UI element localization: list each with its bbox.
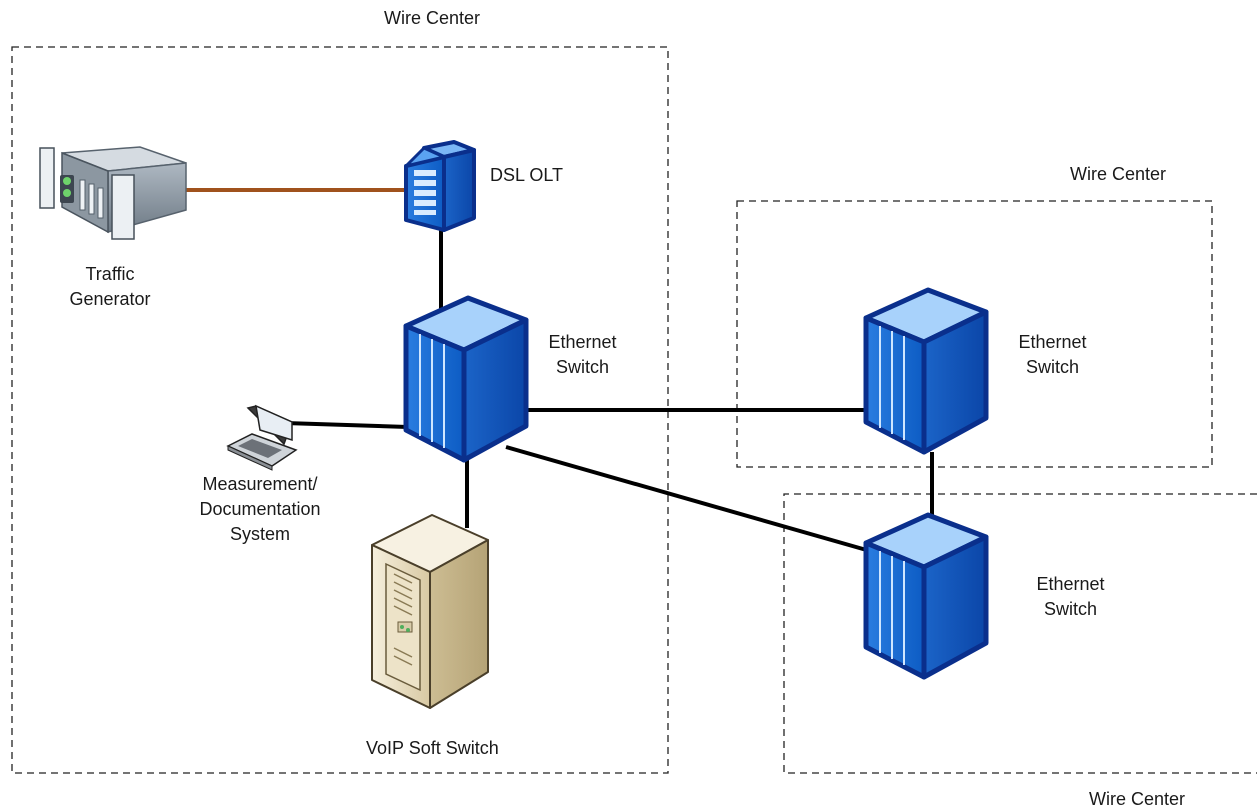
- traffic-generator-label-line1: Traffic: [85, 264, 135, 284]
- switch-main-label: Ethernet Switch: [530, 330, 635, 380]
- zone-main-label: Wire Center: [384, 8, 481, 28]
- link-switch-main-switch-bottom-right: [505, 445, 871, 553]
- switch-bottom-right-label-line1: Ethernet: [1036, 574, 1105, 594]
- ethernet-switch-icon: [863, 287, 989, 455]
- laptop-icon: [226, 404, 298, 471]
- zone-main-border: [11, 46, 669, 774]
- switch-bottom-right-label: Ethernet Switch: [1018, 572, 1123, 622]
- switch-top-right-label-line2: Switch: [1025, 357, 1079, 377]
- dsl-olt-icon: [404, 140, 476, 232]
- traffic-generator-label-line2: Generator: [69, 289, 151, 309]
- link-switch-main-measurement: [284, 421, 409, 429]
- switch-main-label-line1: Ethernet: [548, 332, 617, 352]
- measurement-label-line3: System: [229, 524, 290, 544]
- dsl-olt-label: DSL OLT: [490, 165, 564, 185]
- zone-top-right-border: [736, 200, 1213, 468]
- traffic-generator-label: Traffic Generator: [55, 262, 165, 312]
- ethernet-switch-icon: [863, 512, 989, 680]
- measurement-label-line1: Measurement/: [202, 474, 318, 494]
- measurement-label-line2: Documentation: [199, 499, 321, 519]
- switch-main-label-line2: Switch: [555, 357, 609, 377]
- switch-bottom-right-label-line2: Switch: [1043, 599, 1097, 619]
- ethernet-switch-icon: [403, 295, 529, 463]
- switch-top-right-label: Ethernet Switch: [1000, 330, 1105, 380]
- tower-server-icon: [371, 514, 489, 709]
- switch-top-right-label-line1: Ethernet: [1018, 332, 1087, 352]
- rack-server-icon: [39, 146, 187, 240]
- zone-bottom-right-border: [783, 493, 1257, 774]
- zone-bottom-right-label: Wire Center: [1089, 789, 1186, 809]
- voip-soft-switch-label: VoIP Soft Switch: [366, 738, 499, 758]
- measurement-label: Measurement/ Documentation System: [175, 472, 345, 547]
- zone-top-right-label: Wire Center: [1070, 164, 1167, 184]
